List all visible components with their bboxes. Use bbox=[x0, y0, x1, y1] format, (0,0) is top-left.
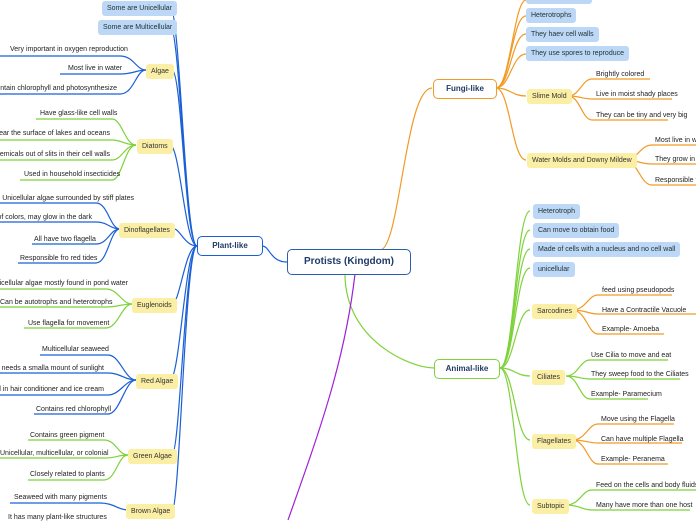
dinoflagellates-fact[interactable]: Variety of colors, may glow in the dark bbox=[0, 214, 92, 221]
slime-mold-fact[interactable]: They can be tiny and very big bbox=[596, 112, 688, 119]
green-algae-fact[interactable]: Contains green pigment bbox=[30, 432, 105, 439]
subtopic-ciliates[interactable]: Ciliates bbox=[532, 370, 565, 385]
subtopic-slime-mold[interactable]: Slime Mold bbox=[527, 89, 572, 104]
subtopic-red-algae[interactable]: Red Algae bbox=[136, 374, 179, 389]
subtopic-flagellates[interactable]: Flagellates bbox=[532, 434, 576, 449]
central-topic[interactable]: Protists (Kingdom) bbox=[287, 249, 411, 275]
subtopic-sarcodines[interactable]: Sarcodines bbox=[532, 304, 578, 319]
subtopic-brown-algae[interactable]: Brown Algae bbox=[126, 504, 176, 519]
subtopic-fact[interactable]: Many have more than one host bbox=[596, 502, 693, 509]
branch-fungi-like[interactable]: Fungi-like bbox=[433, 79, 497, 99]
water-molds-fact[interactable]: They grow in t bbox=[655, 156, 696, 163]
euglenoids-fact[interactable]: Can be autotrophs and heterotrophs bbox=[0, 299, 113, 306]
subtopic-fact[interactable]: Feed on the cells and body fluids of t bbox=[596, 482, 696, 489]
algae-fact[interactable]: They contain chlorophyll and photosynthe… bbox=[0, 85, 117, 92]
slime-mold-fact[interactable]: Brightly colored bbox=[596, 71, 645, 78]
green-algae-fact[interactable]: Closely related to plants bbox=[30, 471, 105, 478]
ciliates-fact[interactable]: Example- Paramecium bbox=[591, 391, 662, 398]
sarcodines-fact[interactable]: Example- Amoeba bbox=[602, 326, 660, 333]
dinoflagellates-fact[interactable]: All have two flagella bbox=[34, 236, 96, 243]
flagellates-fact[interactable]: Example- Peranema bbox=[601, 456, 665, 463]
diatoms-fact[interactable]: Float near the surface of lakes and ocea… bbox=[0, 130, 110, 137]
green-algae-fact[interactable]: Unicellular, multicellular, or colonial bbox=[0, 450, 109, 457]
subtopic-euglenoids[interactable]: Euglenoids bbox=[132, 298, 177, 313]
dinoflagellates-fact[interactable]: Unicellular algae surrounded by stiff pl… bbox=[2, 195, 134, 202]
red-algae-fact[interactable]: Contains red chlorophyll bbox=[36, 406, 112, 413]
diatoms-fact[interactable]: Have glass-like cell walls bbox=[40, 110, 118, 117]
fungi-fact-box[interactable]: Heterotrophs bbox=[526, 8, 577, 23]
subtopic-dinoflagellates[interactable]: Dinoflagellates bbox=[119, 223, 175, 238]
subtopic-subtopic[interactable]: Subtopic bbox=[532, 499, 570, 514]
subtopic-algae[interactable]: Algae bbox=[146, 64, 174, 79]
diatoms-fact[interactable]: Used in household insecticides bbox=[24, 171, 121, 178]
euglenoids-fact[interactable]: Use flagella for movement bbox=[28, 320, 110, 327]
branch-animal-like[interactable]: Animal-like bbox=[434, 359, 500, 379]
dinoflagellates-fact[interactable]: Responsible fro red tides bbox=[20, 255, 98, 262]
euglenoids-fact[interactable]: Unicellular algae mostly found in pond w… bbox=[0, 280, 128, 287]
brown-algae-fact[interactable]: Seaweed with many pigments bbox=[14, 494, 107, 501]
algae-fact[interactable]: Most live in water bbox=[68, 65, 123, 72]
animal-fact-box[interactable]: Made of cells with a nucleus and no cell… bbox=[533, 242, 681, 257]
red-algae-fact[interactable]: Only needs a smalla mount of sunlight bbox=[0, 365, 104, 372]
water-molds-fact[interactable]: Responsible fo bbox=[655, 177, 696, 184]
branch-plant-like[interactable]: Plant-like bbox=[197, 236, 263, 256]
sarcodines-fact[interactable]: feed using pseudopods bbox=[602, 287, 675, 294]
subtopic-diatoms[interactable]: Diatoms bbox=[137, 139, 173, 154]
red-algae-fact[interactable]: Multicellular seaweed bbox=[42, 346, 109, 353]
ciliates-fact[interactable]: Use Cilia to move and eat bbox=[591, 352, 672, 359]
subtopic-water-molds[interactable]: Water Molds and Downy Mildew bbox=[527, 153, 637, 168]
animal-fact-box[interactable]: unicellular bbox=[533, 262, 575, 277]
fungi-fact-box[interactable]: They use spores to reproduce bbox=[526, 46, 629, 61]
flagellates-fact[interactable]: Can have multiple Flagella bbox=[601, 436, 684, 443]
animal-fact-box[interactable]: Heterotroph bbox=[533, 204, 580, 219]
red-algae-fact[interactable]: Used in hair conditioner and ice cream bbox=[0, 386, 104, 393]
diatoms-fact[interactable]: Moving chemicals out of slits in their c… bbox=[0, 151, 110, 158]
animal-fact-box[interactable]: Can move to obtain food bbox=[533, 223, 620, 238]
fungi-fact-box[interactable]: They haev cell walls bbox=[526, 27, 599, 42]
ciliates-fact[interactable]: They sweep food to the Ciliates bbox=[591, 371, 689, 378]
plant-fact-box[interactable]: Some are Multicellular bbox=[98, 20, 178, 35]
brown-algae-fact[interactable]: It has many plant-like structures bbox=[8, 514, 107, 521]
sarcodines-fact[interactable]: Have a Contractile Vacuole bbox=[602, 307, 687, 314]
water-molds-fact[interactable]: Most live in wa bbox=[655, 137, 696, 144]
slime-mold-fact[interactable]: Live in moist shady places bbox=[596, 91, 678, 98]
fungi-fact-box[interactable] bbox=[526, 0, 592, 4]
plant-fact-box[interactable]: Some are Unicellular bbox=[102, 1, 177, 16]
algae-fact[interactable]: Very important in oxygen reproduction bbox=[10, 46, 128, 53]
flagellates-fact[interactable]: Move using the Flagella bbox=[601, 416, 675, 423]
subtopic-green-algae[interactable]: Green Algae bbox=[128, 449, 177, 464]
